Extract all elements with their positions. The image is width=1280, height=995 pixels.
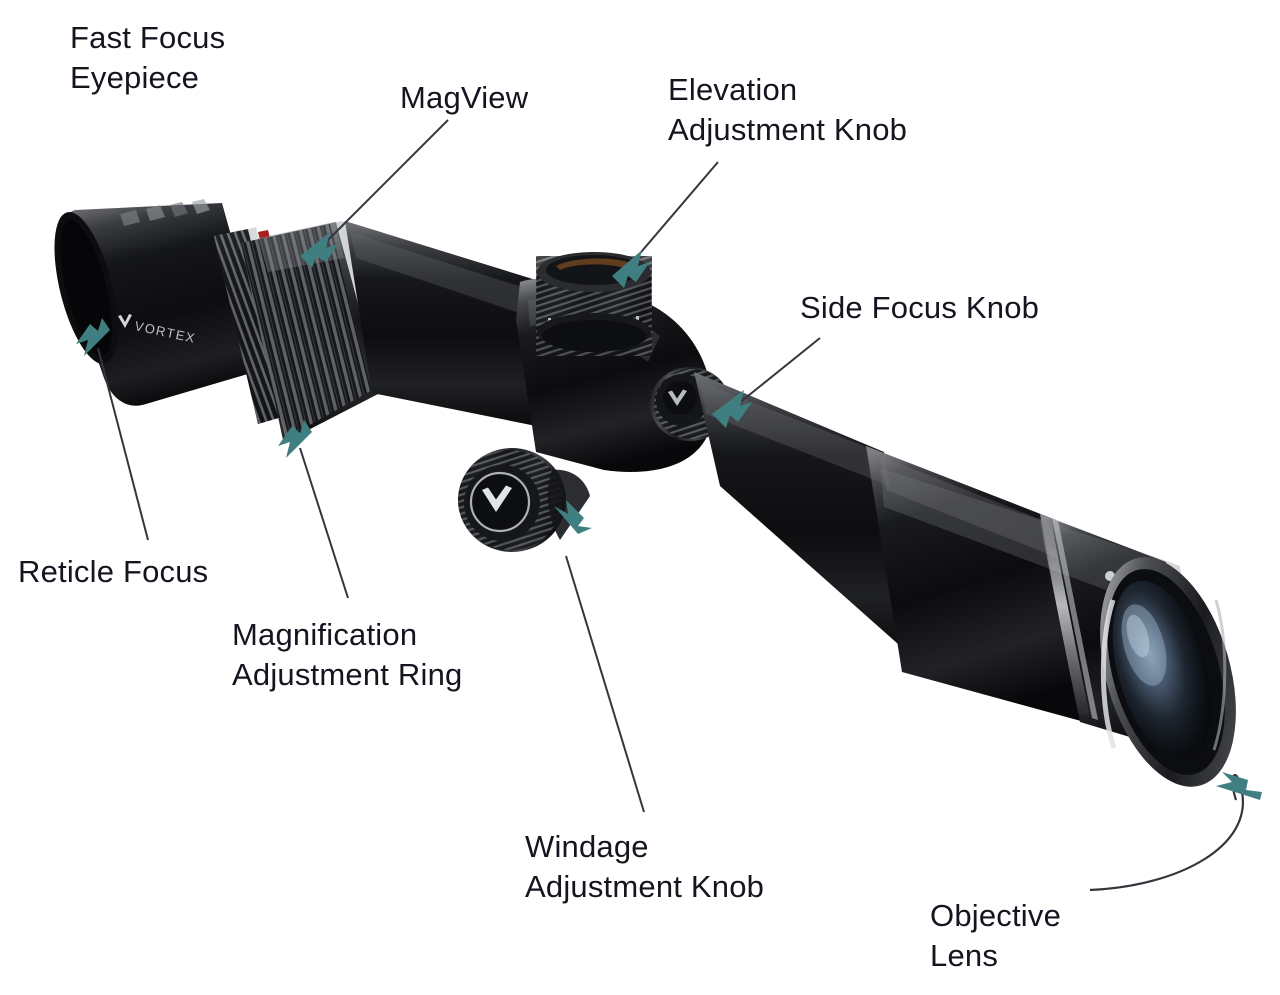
callout-line-1: Elevation: [668, 72, 798, 107]
objective-ring-1: [1038, 512, 1090, 718]
objective-lens-glass: [1112, 580, 1212, 760]
callout-elevation-adjustment-knob: Elevation Adjustment Knob: [668, 70, 907, 151]
tube-highlight-rear: [350, 232, 540, 320]
objective-assembly: [694, 372, 1236, 787]
callout-line-1: Windage: [525, 829, 649, 864]
callout-fast-focus-eyepiece: Fast Focus Eyepiece: [70, 18, 225, 99]
leader-objective: [1089, 773, 1245, 892]
main-tube-rear-segment: [345, 221, 556, 430]
leader-magnification: [299, 447, 349, 599]
front-tube: [694, 372, 916, 660]
callout-line-1: Magnification: [232, 617, 418, 652]
vortex-v-logo-side: [668, 389, 687, 406]
leader-magview: [325, 119, 449, 243]
arrowheads: [76, 232, 1262, 800]
callout-windage-adjustment-knob: Windage Adjustment Knob: [525, 827, 764, 908]
arrow-marker-side-focus: [712, 390, 752, 428]
callout-magview: MagView: [400, 78, 528, 118]
callout-line-1: MagView: [400, 80, 529, 115]
callout-line-1: Fast Focus: [70, 20, 226, 55]
arrow-marker-magnification: [278, 420, 312, 458]
callout-line-2: Eyepiece: [70, 60, 200, 96]
callout-magnification-adjustment-ring: Magnification Adjustment Ring: [232, 615, 462, 696]
arrow-marker-objective: [1216, 772, 1262, 800]
vortex-v-logo-windage: [482, 485, 512, 512]
callout-line-2: Adjustment Ring: [232, 657, 463, 693]
callout-line-1: Objective: [930, 898, 1062, 933]
leader-windage: [565, 555, 645, 813]
leader-elevation: [635, 161, 719, 259]
callout-line-2: Lens: [930, 938, 999, 974]
callout-line-1: Side Focus Knob: [800, 290, 1040, 325]
leader-reticle-focus: [97, 347, 149, 541]
callout-side-focus-knob: Side Focus Knob: [800, 288, 1039, 328]
lens-coating-reflection: [1121, 604, 1167, 686]
windage-adjustment-knob: [458, 448, 590, 552]
objective-bell-taper: [866, 446, 1092, 724]
leader-lines: [97, 119, 1245, 892]
arrow-marker-elevation: [612, 250, 650, 288]
leader-side-focus: [737, 337, 821, 405]
arrow-marker-magview: [300, 232, 338, 268]
elevation-adjustment-knob: [536, 252, 652, 356]
eyepiece-grip-ribs: [120, 199, 210, 226]
eyepiece-aperture: [60, 219, 112, 357]
callout-reticle-focus: Reticle Focus: [18, 552, 208, 592]
callout-line-1: Reticle Focus: [18, 554, 209, 589]
arrow-marker-reticle-focus: [76, 318, 110, 356]
callout-line-2: Adjustment Knob: [525, 869, 765, 905]
turret-cap-marking: [556, 258, 628, 270]
callout-objective-lens: Objective Lens: [930, 896, 1061, 977]
arrow-marker-windage: [554, 500, 592, 534]
callout-line-2: Adjustment Knob: [668, 112, 908, 148]
